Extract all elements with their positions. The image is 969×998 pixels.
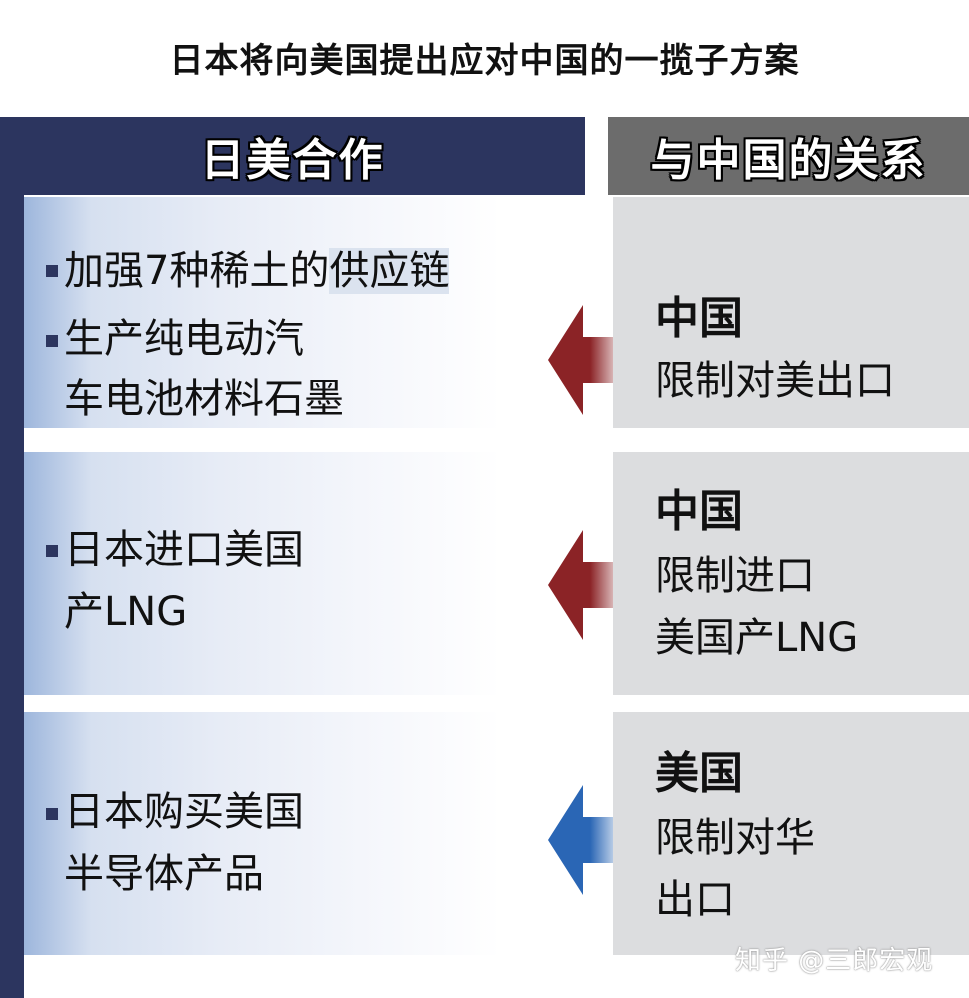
diagram-title: 日本将向美国提出应对中国的一揽子方案 bbox=[169, 41, 800, 81]
cooperation-item-continued: 产LNG bbox=[64, 589, 188, 635]
header-left-label: 日美合作 bbox=[200, 135, 385, 186]
bullet-square-icon bbox=[46, 808, 58, 820]
relation-country: 中国 bbox=[655, 486, 743, 537]
relation-box-1: 中国 限制对美出口 bbox=[613, 197, 969, 428]
blue-arrow-icon bbox=[548, 785, 618, 895]
header-right-label: 与中国的关系 bbox=[650, 135, 927, 186]
cooperation-item-continued: 车电池材料石墨 bbox=[64, 376, 344, 422]
bullet-square-icon bbox=[46, 335, 58, 347]
item-text-highlight: 供应链 bbox=[329, 248, 450, 294]
relation-line: 美国产LNG bbox=[655, 615, 859, 661]
cooperation-item: 日本进口美国 bbox=[64, 527, 304, 573]
relation-box-3: 美国 限制对华 出口 bbox=[613, 712, 969, 955]
cooperation-item: 生产纯电动汽 bbox=[64, 316, 304, 362]
relation-country: 中国 bbox=[655, 293, 743, 344]
cooperation-box-3: 日本购买美国 半导体产品 bbox=[24, 712, 585, 955]
relation-line: 限制对华 bbox=[655, 815, 815, 861]
relation-country: 美国 bbox=[655, 748, 743, 799]
relation-box-2: 中国 限制进口 美国产LNG bbox=[613, 452, 969, 695]
header-japan-us-cooperation: 日美合作 bbox=[0, 117, 585, 195]
relation-line: 出口 bbox=[655, 877, 735, 923]
relation-line: 限制对美出口 bbox=[655, 358, 895, 404]
cooperation-item: 加强7种稀土的供应链 bbox=[64, 241, 450, 301]
relation-line: 限制进口 bbox=[655, 553, 815, 599]
cooperation-box-1: 加强7种稀土的供应链 生产纯电动汽 车电池材料石墨 bbox=[24, 197, 585, 428]
bullet-square-icon bbox=[46, 545, 58, 557]
bullet-square-icon bbox=[46, 265, 58, 277]
cooperation-box-2: 日本进口美国 产LNG bbox=[24, 452, 585, 695]
item-text: 加强7种稀土的 bbox=[64, 248, 330, 294]
red-arrow-icon bbox=[548, 530, 618, 640]
watermark: 知乎 @三郎宏观 bbox=[735, 946, 934, 976]
cooperation-item: 日本购买美国 bbox=[64, 789, 304, 835]
left-column-bar bbox=[0, 117, 24, 998]
cooperation-item-continued: 半导体产品 bbox=[64, 851, 264, 897]
red-arrow-icon bbox=[548, 305, 618, 415]
header-relation-with-china: 与中国的关系 bbox=[608, 117, 969, 195]
